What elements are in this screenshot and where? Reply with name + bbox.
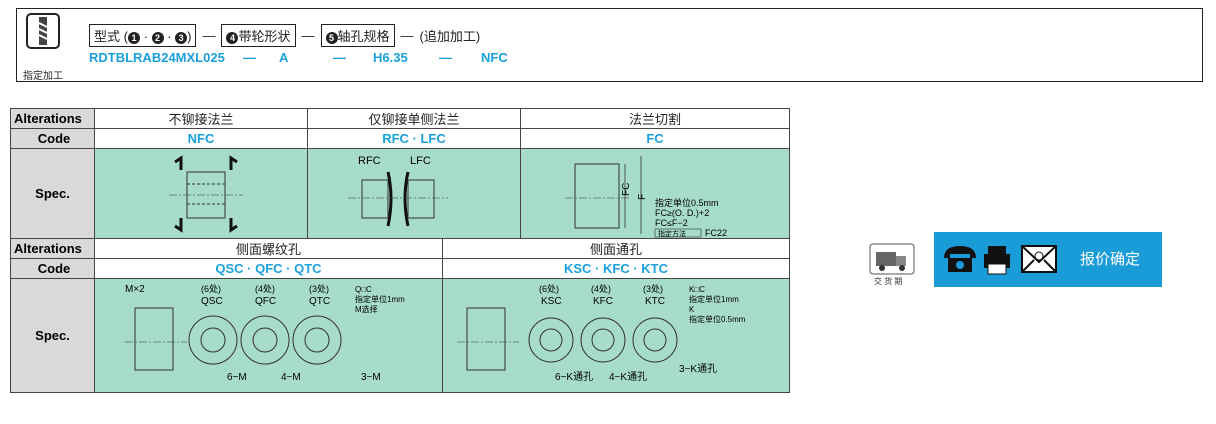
k-note: 指定单位1mm: [689, 294, 739, 304]
dash-separator: —: [202, 28, 216, 43]
k-code: KTC: [645, 296, 665, 307]
model-prefix: 型式 (: [94, 29, 128, 44]
col-title: 仅铆接单侧法兰: [306, 108, 521, 129]
k-bottom: 4−K通孔: [609, 371, 647, 383]
circle-number-icon: 1: [127, 31, 140, 44]
q-note: Q□C: [355, 285, 372, 294]
mx2-label: M×2: [125, 284, 145, 295]
code-value: QSC · QFC · QTC: [94, 258, 443, 279]
dash-separator: —: [301, 28, 315, 43]
delivery-button[interactable]: 交 货 期: [866, 242, 920, 286]
fc-note: FC≤F−2: [655, 218, 688, 228]
model-segment: 型式 (1 · 2 · 3): [89, 24, 197, 47]
q-count: (6处): [201, 283, 221, 294]
truck-icon: 交 货 期: [869, 243, 915, 286]
spec-fc-diagram: FC F 指定单位0.5mm FC≥(O. D.)+2 FC≤F−2 指定方法 …: [519, 148, 791, 239]
col-title: 不铆接法兰: [94, 108, 308, 129]
fc-note: FC≥(O. D.)+2: [655, 208, 709, 218]
shape-label: 带轮形状: [238, 29, 291, 44]
k-note: 指定单位0.5mm: [689, 314, 746, 324]
q-bottom: 3−M: [361, 372, 381, 383]
spec-header: Spec.: [10, 278, 95, 393]
circle-number-icon: 5: [325, 31, 338, 44]
q-code: QTC: [309, 296, 330, 307]
k-code: KSC: [541, 296, 562, 307]
k-count: (3处): [643, 283, 663, 294]
circle-number-icon: 2: [151, 31, 164, 44]
k-circles: [528, 317, 678, 362]
code-header: Code: [10, 128, 95, 149]
k-bottom: 6−K通孔: [555, 371, 593, 383]
lfc-label: LFC: [410, 155, 431, 167]
bore-label: 轴孔规格: [337, 29, 390, 44]
col-title: 侧面螺纹孔: [94, 238, 443, 259]
k-note: K□C: [689, 285, 705, 294]
q-circles: [188, 315, 342, 364]
fc-tag-val: FC22: [705, 228, 727, 238]
q-bottom: 6−M: [227, 372, 247, 383]
code-value: RFC · LFC: [306, 128, 521, 149]
alterations-header: Alterations: [10, 238, 95, 259]
fc-tag: 指定方法: [658, 229, 686, 238]
q-count: (3处): [309, 283, 329, 294]
k-note: K: [689, 305, 695, 314]
k-bottom: 3−K通孔: [679, 363, 717, 375]
k-count: (4处): [591, 283, 611, 294]
spec-rfc-lfc-diagram: RFC LFC: [306, 148, 521, 239]
dash-separator: —: [333, 50, 346, 65]
spec-header: Spec.: [10, 148, 95, 239]
k-count: (6处): [539, 283, 559, 294]
model-suffix: ): [187, 29, 192, 44]
truck-label: 交 货 期: [874, 276, 902, 286]
q-bottom: 4−M: [281, 372, 301, 383]
q-code: QFC: [255, 296, 276, 307]
f-dim: F: [637, 193, 648, 199]
model-value: RDTBLRAB24MXL025: [89, 50, 225, 65]
shape-value: A: [279, 50, 289, 65]
alterations-header: Alterations: [10, 108, 95, 129]
quote-button-label[interactable]: 报价确定: [1080, 251, 1140, 268]
phone-icon[interactable]: [944, 246, 976, 272]
spec-nfc-diagram: [94, 148, 308, 239]
drill-icon: [26, 13, 60, 49]
drill-label: 指定加工: [23, 71, 63, 82]
col-title: 法兰切割: [519, 108, 791, 129]
extra-value: NFC: [481, 50, 508, 65]
bore-value: H6.35: [373, 50, 408, 65]
code-value: FC: [519, 128, 791, 149]
fc-note: 指定单位0.5mm: [655, 197, 719, 208]
spec-k-diagram: (6处) KSC (4处) KFC (3处) KTC K□C 指定单位1mm K…: [441, 278, 791, 393]
dash-separator: —: [400, 28, 414, 43]
fc-dim: FC: [621, 182, 632, 195]
dash-separator: —: [243, 50, 256, 65]
spec-q-diagram: M×2 (6处) QSC (4处) QFC (3处) QTC Q□C: [94, 278, 443, 393]
printer-icon[interactable]: [984, 246, 1010, 275]
k-code: KFC: [593, 296, 613, 307]
q-note: 指定单位1mm: [355, 294, 405, 304]
extra-segment: (追加加工): [419, 29, 481, 44]
contact-bar: 报价确定: [934, 232, 1162, 287]
circle-number-icon: 3: [175, 31, 188, 44]
dot: ·: [167, 29, 172, 44]
code-value: KSC · KFC · KTC: [441, 258, 791, 279]
rfc-label: RFC: [358, 155, 381, 167]
dot: ·: [143, 29, 148, 44]
code-value: NFC: [94, 128, 308, 149]
q-count: (4处): [255, 283, 275, 294]
alterations-table: Alterations 不铆接法兰 仅铆接单侧法兰 法兰切割 Code NFC …: [10, 108, 791, 393]
q-code: QSC: [201, 296, 223, 307]
code-header: Code: [10, 258, 95, 279]
dash-separator: —: [439, 50, 452, 65]
col-title: 侧面通孔: [441, 238, 791, 259]
q-note: M选择: [355, 304, 378, 314]
mail-icon[interactable]: [1021, 245, 1057, 273]
circle-number-icon: 4: [226, 31, 239, 44]
